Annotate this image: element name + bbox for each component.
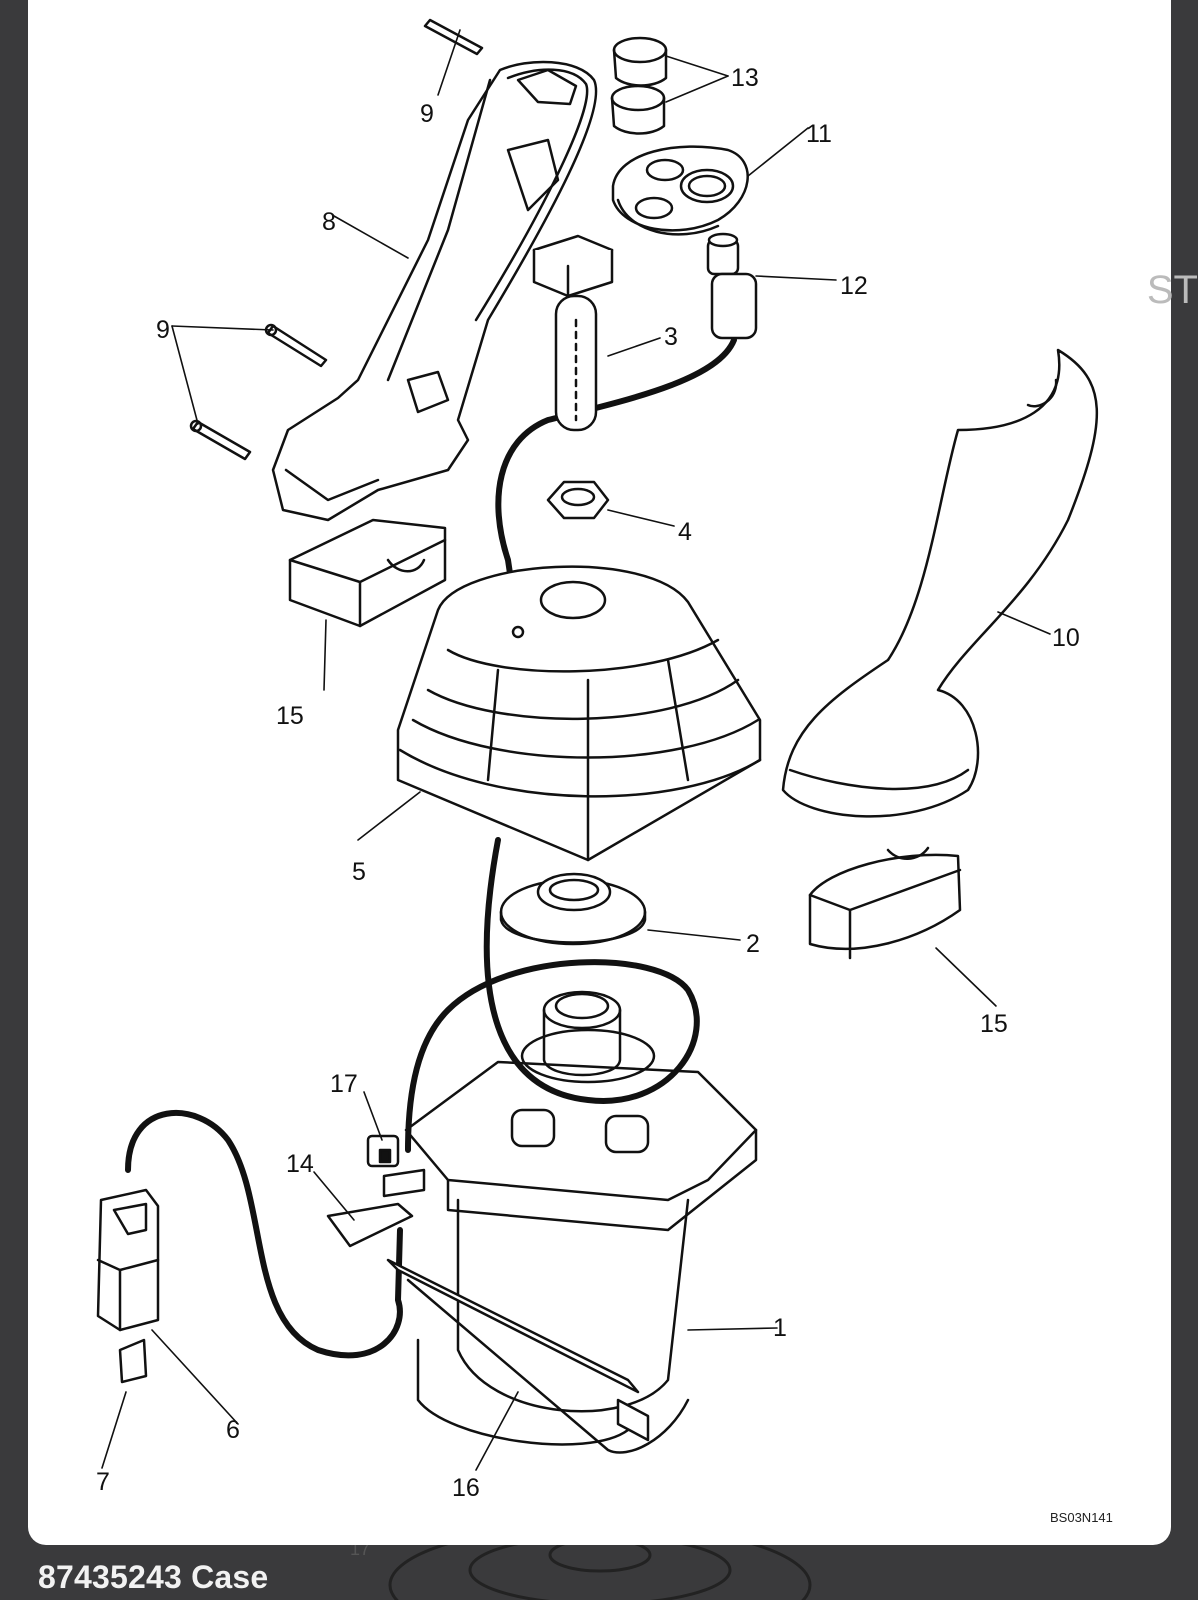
callout-15-right: 15 (980, 1010, 1008, 1038)
callout-2: 2 (746, 930, 760, 958)
callout-14: 14 (286, 1150, 314, 1178)
callout-5: 5 (352, 858, 366, 886)
clip-part-14 (326, 1168, 426, 1248)
callout-3: 3 (664, 323, 678, 351)
washer-part-2 (499, 872, 647, 946)
nut-part-4 (546, 480, 610, 520)
callout-8: 8 (322, 208, 336, 236)
pin-part-9-mid (264, 323, 328, 368)
callout-1: 1 (773, 1314, 787, 1342)
callout-12: 12 (840, 272, 868, 300)
caps-part-13 (610, 36, 668, 135)
pin-part-9-top (423, 18, 484, 56)
callout-4: 4 (678, 518, 692, 546)
valve-body-part-1 (404, 990, 758, 1454)
exploded-parts-diagram: 1 2 3 4 5 6 7 8 9 9 10 11 12 13 14 15 15… (96, 18, 1113, 1525)
callout-9-top: 9 (420, 100, 434, 128)
callout-16: 16 (452, 1474, 480, 1502)
boot-part-5 (396, 565, 762, 862)
bolt-part-3 (532, 234, 614, 432)
weight-part-15-right (808, 846, 962, 960)
callout-13: 13 (731, 64, 759, 92)
drawing-code: BS03N141 (1050, 1510, 1113, 1525)
callout-15-left: 15 (276, 702, 304, 730)
callout-11: 11 (806, 120, 832, 148)
pin-part-9-low (189, 419, 252, 461)
connector-part-17 (366, 1134, 400, 1168)
callout-7: 7 (96, 1468, 110, 1496)
ghost-label: 17 (350, 1545, 370, 1559)
callout-10: 10 (1052, 624, 1080, 652)
grip-part-10 (781, 348, 1099, 818)
callout-6: 6 (226, 1416, 240, 1444)
valve-wire (405, 837, 700, 1153)
switch-wire (495, 337, 737, 631)
clip-part-7 (118, 1338, 148, 1384)
caption: 87435243 Case (38, 1559, 269, 1595)
bottom-strip: 17 87435243 Case (0, 1545, 1198, 1600)
switch-plate-part-11 (611, 145, 749, 236)
diagram-card: 1 2 3 4 5 6 7 8 9 9 10 11 12 13 14 15 15… (28, 0, 1171, 1545)
switch-part-12 (706, 232, 758, 340)
handle-half-part-8 (271, 60, 598, 522)
weight-part-15-top (288, 518, 447, 628)
ghost-diagram-preview: 17 (350, 1545, 812, 1600)
strap-part-16 (386, 1258, 640, 1394)
callout-9-left: 9 (156, 316, 170, 344)
callout-17: 17 (330, 1070, 358, 1098)
harness-wire (125, 1109, 403, 1359)
leader-lines (101, 29, 1051, 1471)
edge-text: ST (1146, 268, 1198, 312)
connector-part-6 (96, 1188, 160, 1332)
